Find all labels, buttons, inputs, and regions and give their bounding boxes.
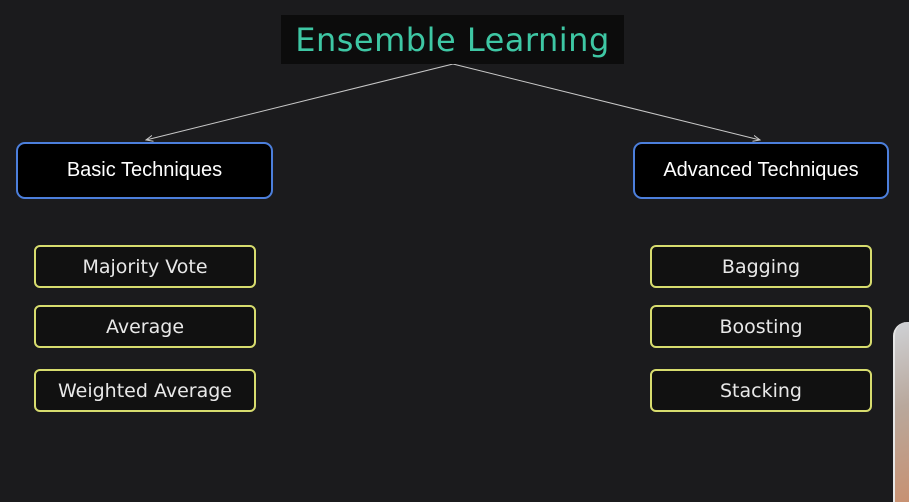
advanced-techniques-box: Advanced Techniques [633,142,889,199]
average-box: Average [34,305,256,348]
webcam-overlay [893,322,909,502]
majority-vote-box: Majority Vote [34,245,256,288]
title-box: Ensemble Learning [281,15,624,64]
stacking-box: Stacking [650,369,872,412]
arrow-to-advanced-techniques [452,63,760,140]
diagram-title: Ensemble Learning [295,20,610,59]
basic-techniques-box: Basic Techniques [16,142,273,199]
arrow-to-basic-techniques [146,63,454,140]
connector-arrows [0,63,909,484]
boosting-box: Boosting [650,305,872,348]
bagging-box: Bagging [650,245,872,288]
weighted-average-box: Weighted Average [34,369,256,412]
